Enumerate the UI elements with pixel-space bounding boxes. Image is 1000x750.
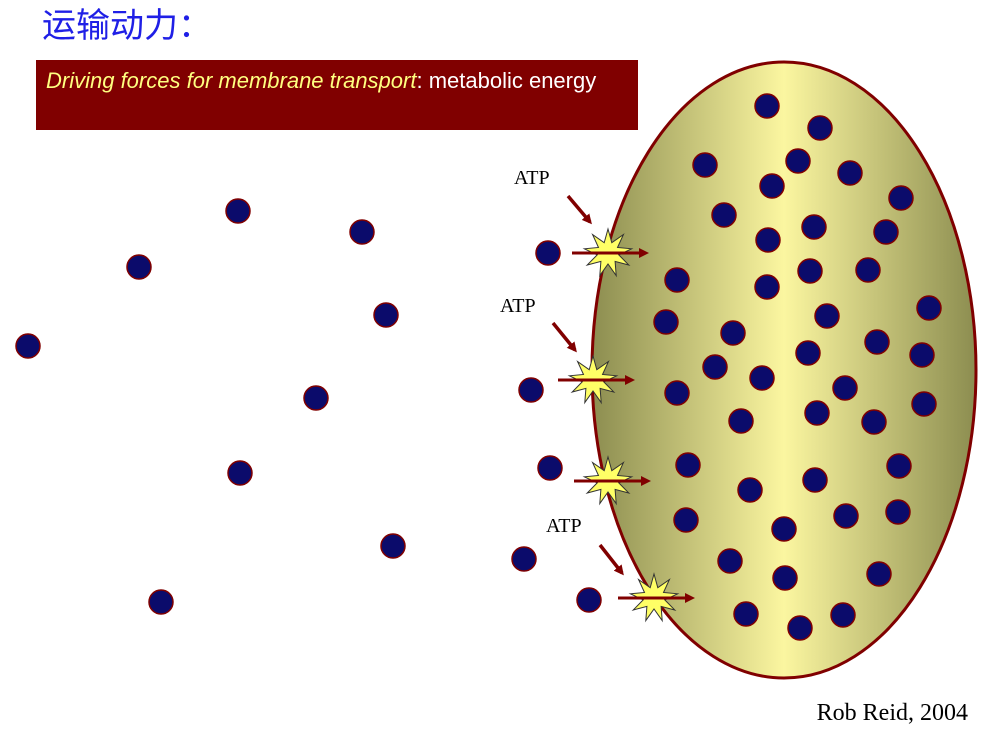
molecule — [148, 589, 174, 615]
atp-pump — [551, 321, 635, 405]
molecule — [886, 453, 912, 479]
molecule — [535, 240, 561, 266]
molecule — [830, 602, 856, 628]
molecule — [380, 533, 406, 559]
banner-rest: : metabolic energy — [416, 68, 597, 93]
molecule — [225, 198, 251, 224]
molecule — [664, 380, 690, 406]
molecule — [873, 219, 899, 245]
atp-labels: ATP ATP ATP — [500, 167, 582, 537]
molecules-inside — [653, 93, 942, 641]
molecule — [807, 115, 833, 141]
atp-label: ATP — [514, 167, 550, 189]
atp-label: ATP — [546, 515, 582, 537]
molecule — [911, 391, 937, 417]
molecule — [754, 93, 780, 119]
molecule — [833, 503, 859, 529]
molecule — [711, 202, 737, 228]
molecule — [511, 546, 537, 572]
molecule — [804, 400, 830, 426]
molecule — [797, 258, 823, 284]
molecule — [227, 460, 253, 486]
molecule — [916, 295, 942, 321]
atp-pump — [574, 455, 651, 506]
molecule — [801, 214, 827, 240]
molecule — [754, 274, 780, 300]
molecule — [692, 152, 718, 178]
molecule — [855, 257, 881, 283]
atp-pumps — [551, 194, 695, 623]
molecule — [785, 148, 811, 174]
author-credit: Rob Reid, 2004 — [816, 700, 968, 726]
atp-input-arrow — [598, 543, 624, 576]
molecule — [576, 587, 602, 613]
molecule — [909, 342, 935, 368]
molecule — [720, 320, 746, 346]
molecule — [349, 219, 375, 245]
molecule — [885, 499, 911, 525]
molecule — [832, 375, 858, 401]
banner-emphasis: Driving forces for membrane transport — [46, 68, 417, 93]
molecule — [728, 408, 754, 434]
molecule — [664, 267, 690, 293]
molecule — [814, 303, 840, 329]
molecules-outside — [15, 198, 602, 615]
molecule — [888, 185, 914, 211]
atp-label: ATP — [500, 295, 536, 317]
molecule — [771, 516, 797, 542]
atp-pump — [598, 543, 695, 623]
atp-pump — [566, 194, 649, 278]
molecule — [717, 548, 743, 574]
molecule — [653, 309, 679, 335]
molecule — [126, 254, 152, 280]
slide-title: 运输动力： — [42, 6, 212, 46]
molecule — [837, 160, 863, 186]
molecule — [737, 477, 763, 503]
molecule — [303, 385, 329, 411]
molecule — [795, 340, 821, 366]
molecule — [518, 377, 544, 403]
molecule — [673, 507, 699, 533]
molecule — [755, 227, 781, 253]
atp-input-arrow — [551, 321, 577, 353]
molecule — [861, 409, 887, 435]
molecule — [864, 329, 890, 355]
molecule — [373, 302, 399, 328]
molecule — [759, 173, 785, 199]
molecule — [675, 452, 701, 478]
molecule — [749, 365, 775, 391]
molecule — [15, 333, 41, 359]
molecule — [702, 354, 728, 380]
atp-input-arrow — [566, 194, 592, 225]
molecule — [802, 467, 828, 493]
subtitle-banner: Driving forces for membrane transport: m… — [36, 60, 638, 130]
molecule — [733, 601, 759, 627]
molecule — [772, 565, 798, 591]
molecule — [537, 455, 563, 481]
molecule — [866, 561, 892, 587]
molecule — [787, 615, 813, 641]
